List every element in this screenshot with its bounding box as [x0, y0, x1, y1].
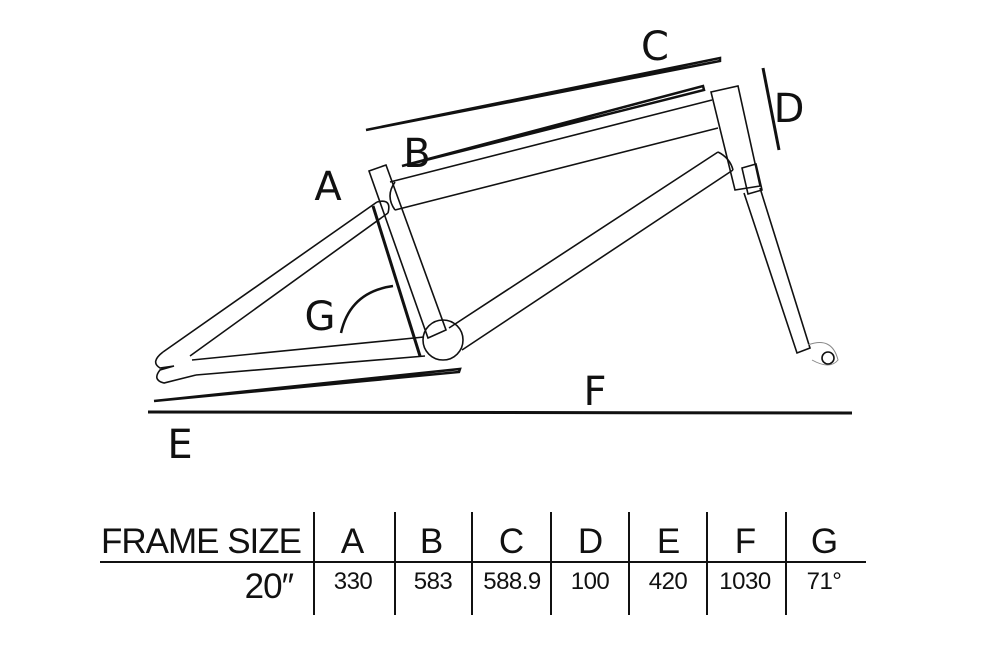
column-header: B — [420, 522, 442, 561]
angle-arc-g — [339, 284, 394, 334]
dim-line-c — [365, 56, 722, 132]
seat-tube — [367, 163, 448, 340]
chainstay — [191, 336, 426, 376]
column-header: G — [811, 522, 837, 561]
label-e: E — [167, 422, 192, 468]
fork-axle — [821, 351, 835, 365]
label-f: F — [583, 369, 606, 415]
dim-line-a — [371, 205, 422, 357]
column-header: C — [499, 522, 523, 561]
table-cell: 588.9 — [483, 568, 541, 595]
table-cell: 330 — [334, 568, 373, 595]
dimension-labels: A B C D E F G — [167, 24, 804, 468]
top-tube — [389, 99, 719, 211]
table-cell: 583 — [414, 568, 453, 595]
bottom-bracket — [422, 319, 464, 361]
table-cell: 100 — [571, 568, 610, 595]
dim-line-f — [147, 410, 853, 415]
table-cell: 420 — [649, 568, 688, 595]
table-cell: 71° — [807, 568, 842, 595]
dim-line-d — [761, 67, 781, 151]
dim-line-e — [153, 367, 462, 403]
fork-dropout — [807, 342, 839, 366]
dim-line-b — [401, 84, 706, 168]
table-cell: 1030 — [719, 568, 771, 595]
label-g: G — [305, 294, 336, 340]
label-a: A — [314, 164, 342, 210]
frame-size-header: FRAME SIZE — [101, 522, 301, 561]
label-b: B — [403, 131, 430, 177]
down-tube — [448, 151, 734, 351]
frame-size-value: 20″ — [245, 567, 294, 606]
column-header: F — [735, 522, 755, 561]
bike-frame-drawing — [154, 85, 839, 384]
geometry-table: FRAME SIZE A B C D E F G 20″ 330 583 588… — [100, 512, 866, 615]
label-d: D — [774, 86, 805, 132]
fork — [741, 162, 811, 355]
rear-dropout — [154, 351, 197, 384]
head-tube — [710, 85, 761, 191]
column-header: A — [341, 522, 365, 561]
column-header: D — [578, 522, 602, 561]
seatstay — [162, 200, 390, 357]
dimension-lines — [147, 56, 853, 415]
column-header: E — [657, 522, 679, 561]
label-c: C — [641, 24, 669, 70]
